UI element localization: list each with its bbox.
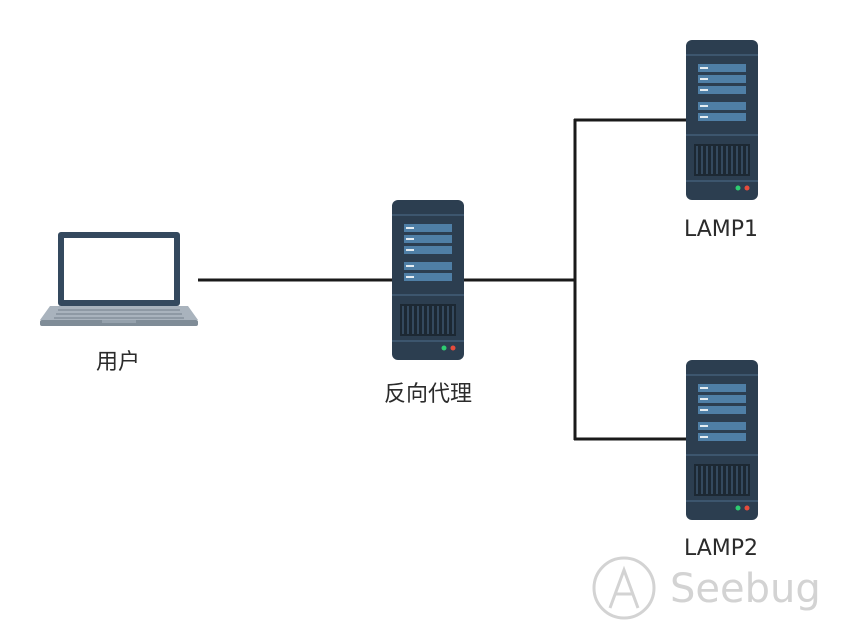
- lamp1-label: LAMP1: [683, 217, 759, 242]
- proxy-label: 反向代理: [383, 382, 473, 407]
- watermark-text: Seebug: [670, 566, 821, 612]
- server-icon-proxy: [392, 200, 464, 360]
- seebug-logo-icon: [592, 556, 656, 620]
- lamp2-label: LAMP2: [683, 536, 759, 561]
- seebug-watermark: Seebug: [592, 556, 821, 620]
- server-icon-lamp1: [686, 40, 758, 200]
- user-label: 用户: [95, 350, 141, 375]
- connections: [198, 118, 688, 441]
- server-icon-lamp2: [686, 360, 758, 520]
- laptop-icon: [40, 232, 198, 326]
